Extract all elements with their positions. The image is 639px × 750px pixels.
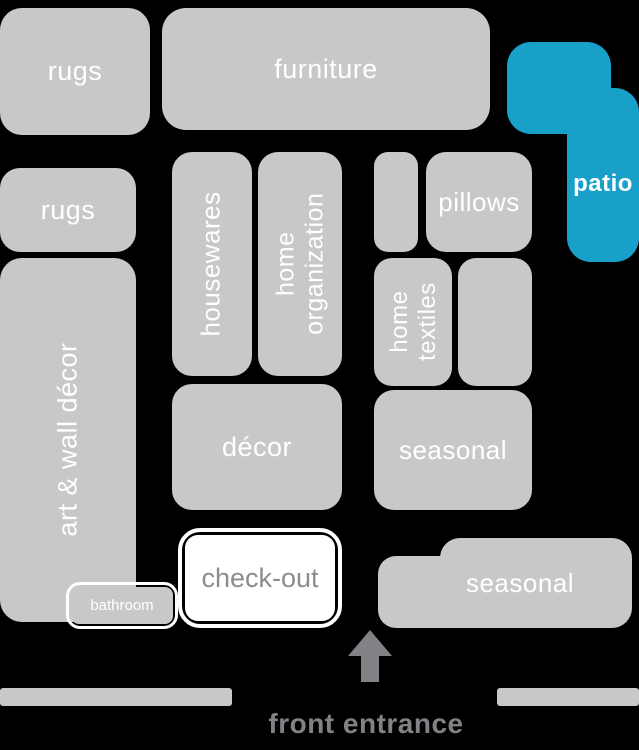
dept-seasonal-bottom-shape-ext [378, 556, 498, 628]
front-wall-right [497, 688, 639, 706]
front-entrance-arrow-icon [348, 630, 392, 656]
dept-furniture: furniture [162, 8, 490, 130]
dept-rugs-left-label: rugs [40, 194, 96, 225]
front-wall-left [0, 688, 232, 706]
dept-home-textiles-label: home textiles [385, 282, 441, 362]
dept-seasonal-mid-label: seasonal [398, 434, 508, 465]
shelf-block-unlabeled-1 [374, 152, 418, 252]
dept-furniture-label: furniture [274, 53, 378, 84]
dept-seasonal-bottom-label: seasonal [465, 567, 575, 598]
dept-decor: décor [172, 384, 342, 510]
dept-patio-shape-right [567, 88, 639, 262]
dept-rugs-top-label: rugs [47, 56, 103, 86]
front-entrance-arrow-stem [361, 654, 379, 682]
dept-rugs-top: rugs [0, 8, 150, 135]
shelf-block-unlabeled-2 [458, 258, 532, 386]
dept-art-wall-decor: art & wall décor [0, 258, 136, 622]
dept-home-organization: home organization [258, 152, 342, 376]
dept-art-wall-decor-label: art & wall décor [52, 342, 83, 538]
dept-decor-label: décor [221, 431, 293, 462]
check-out-area: check-out [178, 528, 342, 628]
bathroom-area: bathroom [66, 582, 178, 629]
bathroom-label: bathroom [90, 597, 154, 614]
dept-rugs-left: rugs [0, 168, 136, 252]
dept-pillows-label: pillows [438, 186, 520, 217]
dept-home-textiles: home textiles [374, 258, 452, 386]
dept-seasonal-mid: seasonal [374, 390, 532, 510]
front-entrance-label: front entrance [268, 708, 464, 739]
dept-patio-label: patio [573, 170, 633, 197]
check-out-label: check-out [201, 562, 319, 593]
dept-housewares-label: housewares [196, 191, 227, 337]
dept-home-organization-label: home organization [271, 192, 328, 336]
dept-pillows: pillows [426, 152, 532, 252]
dept-housewares: housewares [172, 152, 252, 376]
